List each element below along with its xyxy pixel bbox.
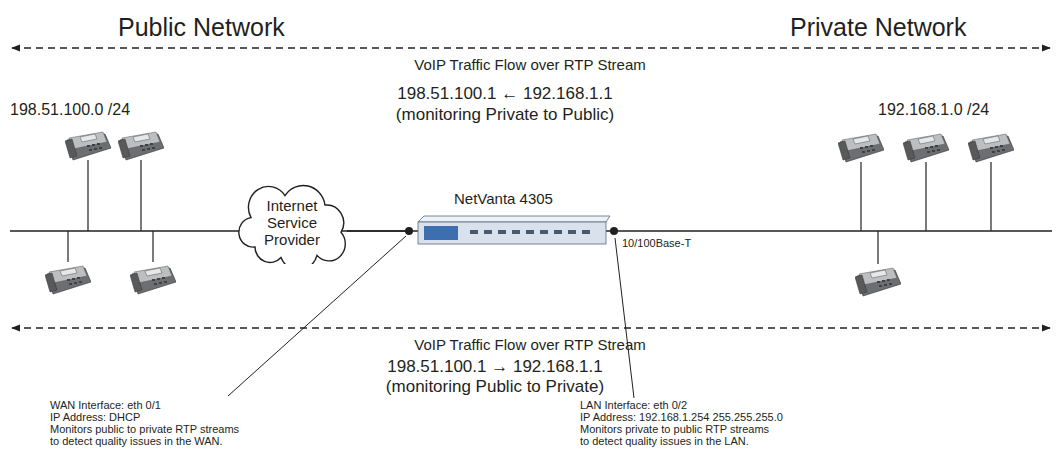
traffic-arrow: [12, 327, 1050, 328]
router-led: [470, 230, 478, 234]
callout-text: LAN Interface: eth 0/2: [580, 399, 687, 411]
flow-note: (monitoring Private to Public): [396, 105, 614, 125]
ip-phone: [65, 132, 111, 160]
leader-line: [228, 236, 406, 396]
callout-text: Monitors private to public RTP streams t…: [580, 423, 770, 447]
callout-text: WAN Interface: eth 0/1: [50, 399, 161, 411]
router-front: [418, 222, 606, 244]
cloud-label: Internet Service Provider: [252, 197, 332, 249]
router-led: [512, 230, 520, 234]
flow-note: (monitoring Public to Private): [386, 377, 604, 397]
subnet-label: 198.51.100.0 /24: [10, 100, 130, 119]
port-label: 10/100Base-T: [622, 237, 691, 249]
device-name: NetVanta 4305: [454, 190, 612, 207]
leader-line: [615, 238, 634, 398]
router-badge: [424, 226, 458, 240]
ip-phone: [130, 266, 176, 294]
ip-phone: [838, 134, 884, 162]
flow-label: VoIP Traffic Flow over RTP Stream: [414, 56, 645, 74]
ip-phone: [903, 134, 949, 162]
cloud-outline: [239, 185, 345, 263]
interface-dot: [610, 227, 618, 235]
network-link: [347, 230, 412, 231]
router-led: [540, 230, 548, 234]
router-led: [568, 230, 576, 234]
ip-phone: [118, 132, 164, 160]
router-top: [418, 216, 610, 222]
region-title: Public Network: [118, 12, 285, 42]
router-led: [554, 230, 562, 234]
subnet-label: 192.168.1.0 /24: [878, 100, 989, 119]
ip-phone: [855, 268, 901, 296]
ip-phone: [968, 134, 1014, 162]
traffic-arrow: [12, 47, 1050, 48]
router-led: [498, 230, 506, 234]
callout-text: IP Address: DHCP: [50, 411, 140, 423]
router-led: [582, 230, 590, 234]
phone-drop: [68, 160, 991, 264]
flow-addresses: 198.51.100.1 ← 192.168.1.1: [397, 84, 613, 104]
ip-phone: [45, 266, 91, 294]
region-title: Private Network: [790, 12, 966, 42]
flow-addresses: 198.51.100.1 → 192.168.1.1: [387, 357, 603, 377]
callout-text: Monitors public to private RTP streams t…: [50, 423, 240, 447]
router-device: NetVanta 4305: [412, 190, 612, 252]
router-led: [484, 230, 492, 234]
router-led: [526, 230, 534, 234]
callout-text: IP Address: 192.168.1.254 255.255.255.0: [580, 411, 783, 423]
router-body: [412, 212, 612, 252]
flow-label: VoIP Traffic Flow over RTP Stream: [414, 336, 645, 354]
cloud-shape: Internet Service Provider: [237, 182, 347, 264]
